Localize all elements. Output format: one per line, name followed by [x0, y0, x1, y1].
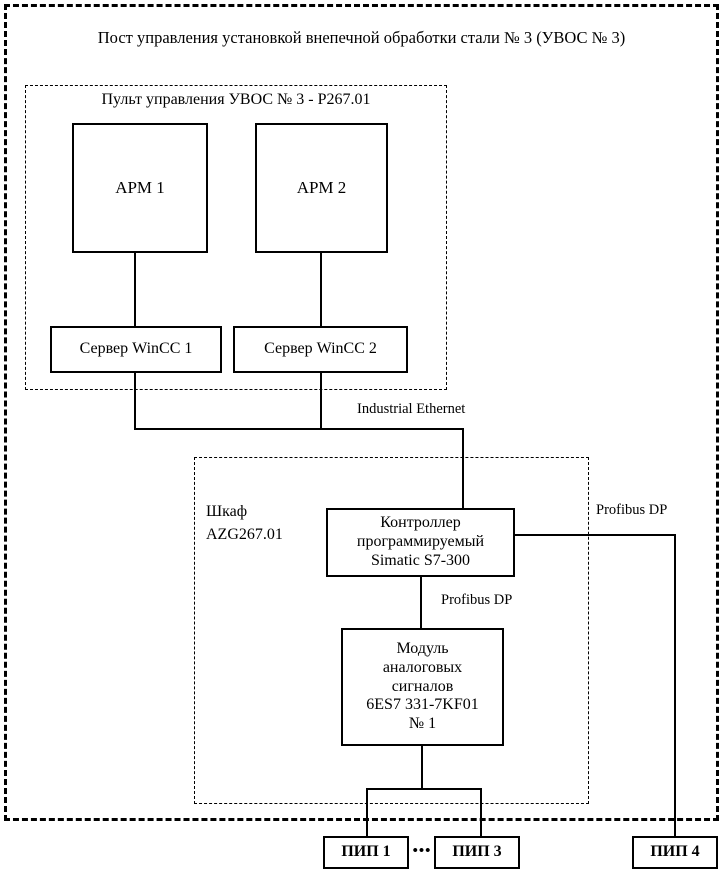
control-post-boundary	[4, 4, 719, 821]
node-ai-line-4: 6ES7 331-7KF01	[366, 696, 479, 714]
node-plc-simatic[interactable]: Контроллер программируемый Simatic S7-30…	[326, 508, 515, 577]
console-group-boundary	[25, 85, 447, 390]
sensor-bus-trunk	[366, 788, 482, 790]
node-ai-line-3: сигналов	[391, 677, 454, 695]
node-ai-line-2: аналоговых	[382, 658, 463, 676]
node-arm-2-label: АРМ 2	[296, 177, 347, 197]
node-ai-line-5: № 1	[408, 715, 437, 733]
node-pip-4-label: ПИП 4	[650, 843, 700, 861]
node-plc-line-3: Simatic S7-300	[370, 551, 471, 569]
node-pip-3-label: ПИП 3	[452, 843, 502, 861]
node-analog-input-module[interactable]: Модуль аналоговых сигналов 6ES7 331-7KF0…	[341, 628, 504, 746]
node-pip-1-label: ПИП 1	[341, 843, 391, 861]
link-ai-module-sensor-bus	[421, 746, 423, 790]
link-plc-profibus-right-h	[515, 534, 676, 536]
link-ethernet-plc	[462, 428, 464, 508]
node-plc-line-1: Контроллер	[380, 514, 461, 532]
node-arm-2[interactable]: АРМ 2	[255, 123, 388, 253]
link-profibus-right-v	[674, 534, 676, 836]
link-arm2-server2	[320, 253, 322, 326]
node-ai-line-1: Модуль	[396, 639, 449, 657]
node-pip-1[interactable]: ПИП 1	[323, 836, 409, 869]
cabinet-group-label-line1: Шкаф	[206, 503, 248, 520]
node-server-wincc-2[interactable]: Сервер WinCC 2	[233, 326, 408, 373]
page-title: Пост управления установкой внепечной обр…	[97, 28, 626, 47]
profibus-dp-center-label: Profibus DP	[441, 592, 513, 608]
link-arm1-server1	[134, 253, 136, 326]
link-server2-ethernet	[320, 373, 322, 430]
profibus-dp-right-label: Profibus DP	[596, 502, 668, 518]
link-sensor-bus-pip1	[366, 788, 368, 836]
node-arm-1[interactable]: АРМ 1	[72, 123, 208, 253]
node-arm-1-label: АРМ 1	[115, 177, 165, 197]
cabinet-group-label-line2: AZG267.01	[206, 526, 283, 543]
node-pip-4[interactable]: ПИП 4	[632, 836, 718, 869]
pip-ellipsis: •••	[412, 843, 432, 859]
link-plc-ai-module	[420, 577, 422, 628]
link-server1-ethernet	[134, 373, 136, 430]
node-server-wincc-1-label: Сервер WinCC 1	[79, 340, 193, 358]
node-server-wincc-1[interactable]: Сервер WinCC 1	[50, 326, 222, 373]
link-sensor-bus-pip3	[480, 788, 482, 836]
cabinet-group-boundary	[194, 457, 589, 804]
node-server-wincc-2-label: Сервер WinCC 2	[264, 340, 377, 358]
industrial-ethernet-label: Industrial Ethernet	[357, 401, 466, 417]
node-pip-3[interactable]: ПИП 3	[434, 836, 520, 869]
console-group-label: Пульт управления УВОС № 3 - P267.01	[101, 91, 371, 108]
industrial-ethernet-bus	[134, 428, 464, 430]
node-plc-line-2: программируемый	[356, 533, 485, 551]
